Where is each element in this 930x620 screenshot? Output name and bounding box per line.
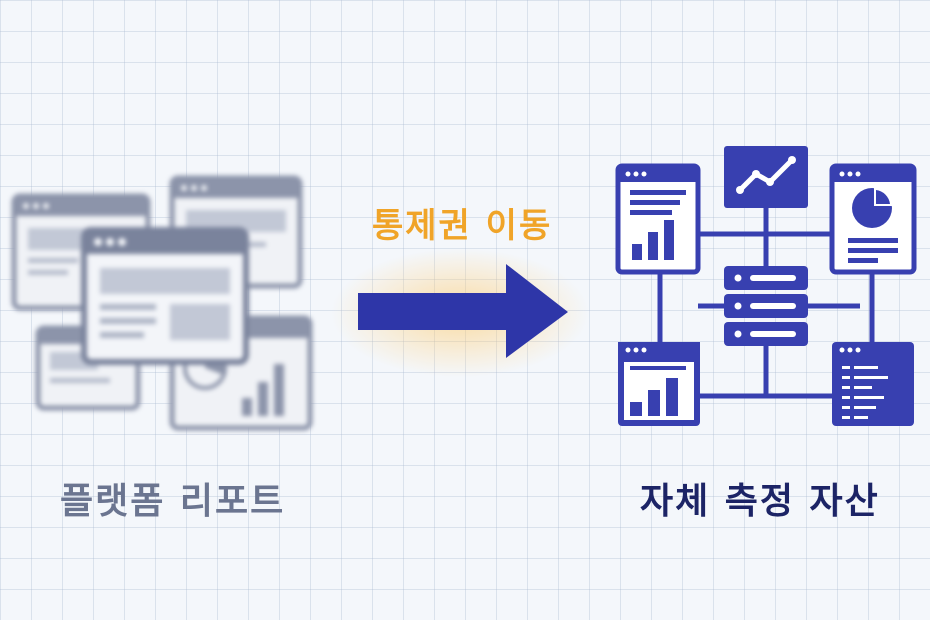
code-window-icon: [832, 342, 914, 426]
line-chart-icon: [724, 146, 808, 208]
platform-report-label: 플랫폼 리포트: [60, 481, 286, 522]
server-stack-icon: [724, 266, 808, 346]
pie-chart-window-icon: [829, 163, 917, 275]
bar-chart-window-icon: [618, 342, 700, 426]
owned-measurement-assets-label: 자체 측정 자산: [640, 481, 880, 522]
report-window-front: [81, 227, 249, 365]
connector-lines: [657, 206, 875, 399]
bar-chart-window-icon: [615, 163, 701, 275]
control-shift-label: 통제권 이동: [372, 206, 553, 246]
right-arrow-icon: [358, 264, 568, 358]
